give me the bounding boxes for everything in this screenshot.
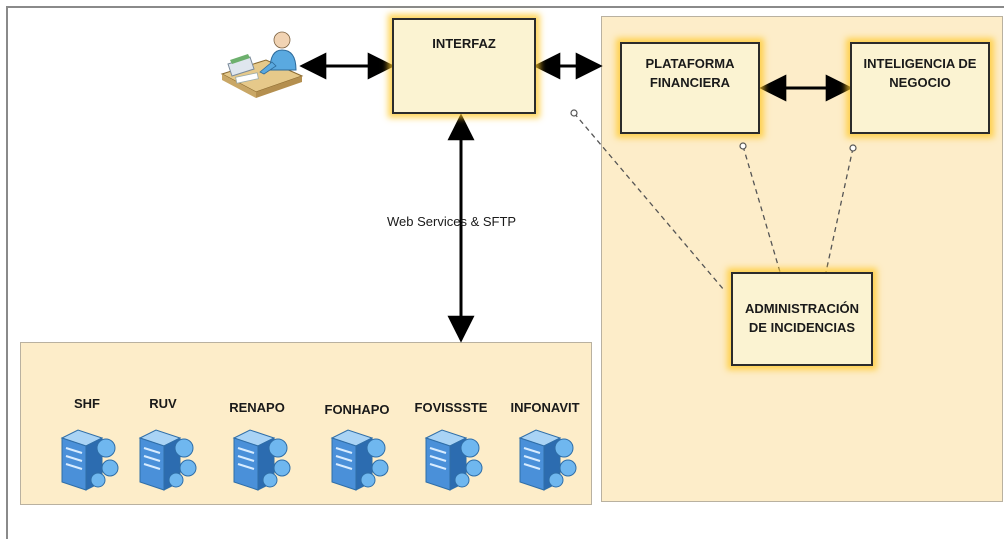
admin-inteligencia-endpoint bbox=[849, 144, 857, 152]
server-tower-icon bbox=[60, 429, 119, 491]
admin-interfaz-endpoint bbox=[570, 109, 578, 117]
server-label-fonhapo: FONHAPO bbox=[324, 402, 390, 417]
server-label-fovissste: FOVISSSTE bbox=[414, 400, 488, 415]
plataforma-financiera-label: PLATAFORMA FINANCIERA bbox=[645, 56, 735, 90]
interfaz-box: INTERFAZ bbox=[392, 18, 536, 114]
admin-plataforma-endpoint bbox=[739, 142, 747, 150]
server-tower-icon bbox=[138, 429, 197, 491]
administracion-incidencias-box: ADMINISTRACIÓN DE INCIDENCIAS bbox=[731, 272, 873, 366]
admin-plataforma-dashed-line bbox=[742, 145, 781, 273]
interfaz-label: INTERFAZ bbox=[432, 35, 496, 51]
admin-inteligencia-dashed-line bbox=[825, 147, 854, 273]
server-tower-icon bbox=[232, 429, 291, 491]
admin-interfaz-dashed-line bbox=[573, 112, 725, 291]
administracion-incidencias-label: ADMINISTRACIÓN DE INCIDENCIAS bbox=[744, 301, 860, 335]
server-label-ruv: RUV bbox=[149, 396, 177, 411]
server-label-renapo: RENAPO bbox=[229, 400, 285, 415]
server-tower-icon bbox=[330, 429, 389, 491]
web-services-sftp-label: Web Services & SFTP bbox=[387, 214, 517, 229]
inteligencia-negocio-box: INTELIGENCIA DE NEGOCIO bbox=[850, 42, 990, 134]
plataforma-financiera-box: PLATAFORMA FINANCIERA bbox=[620, 42, 760, 134]
server-tower-icon bbox=[518, 429, 577, 491]
server-label-shf: SHF bbox=[74, 396, 100, 411]
diagram-frame bbox=[6, 6, 1004, 539]
external-systems-region bbox=[20, 342, 592, 505]
server-tower-icon bbox=[424, 429, 483, 491]
server-label-infonavit: INFONAVIT bbox=[510, 400, 580, 415]
user-at-desk-icon bbox=[220, 31, 304, 98]
inteligencia-negocio-label: INTELIGENCIA DE NEGOCIO bbox=[863, 56, 977, 90]
